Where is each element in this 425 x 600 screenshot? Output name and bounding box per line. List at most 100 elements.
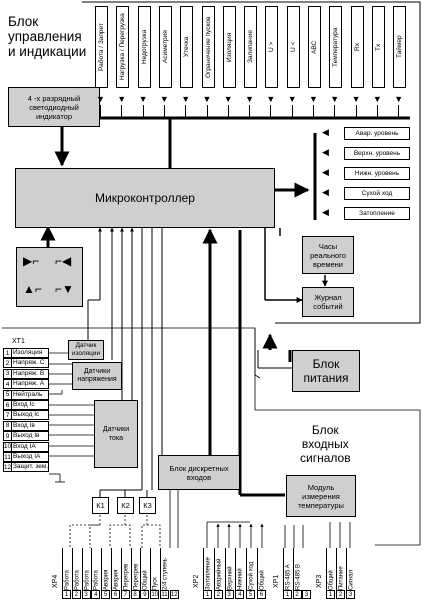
xp4-pin-label: Авария bbox=[111, 548, 121, 590]
led-lead-line bbox=[313, 105, 314, 118]
key-icon: ▲⌐ bbox=[23, 282, 42, 296]
control-block-title: Блок управления и индикации bbox=[8, 14, 86, 59]
box-line: изоляции bbox=[71, 350, 101, 357]
led-icon: ◀ bbox=[322, 147, 329, 157]
title-line: входных bbox=[301, 437, 349, 451]
box-line: входов bbox=[186, 472, 212, 482]
top-led-label: Таймер bbox=[393, 6, 407, 88]
xt1-pin-label: Выход Iс bbox=[12, 410, 49, 421]
xp2-pin-number: 5 bbox=[246, 590, 256, 599]
xp1-pin-number: 2 bbox=[292, 590, 302, 599]
led-icon: ◀ bbox=[322, 167, 329, 177]
led-icon: ▼ bbox=[138, 94, 148, 104]
xt1-pin-label: Напряж. В bbox=[12, 368, 49, 379]
led-lead-line bbox=[355, 105, 357, 118]
led-icon: ▼ bbox=[202, 94, 212, 104]
xp3-label: XP3 bbox=[316, 574, 323, 588]
led-icon: ▼ bbox=[96, 94, 105, 104]
led-display-box: 4 -х разрядный светодиодный индикатор bbox=[8, 87, 100, 127]
xt1-pin-number: 1 bbox=[3, 348, 12, 358]
xp1-pin-label: RS-485 A bbox=[283, 548, 293, 590]
title-line: и индикации bbox=[8, 44, 87, 59]
box-line: Часы bbox=[318, 241, 338, 251]
xp4-pin-label: Общий bbox=[140, 548, 151, 590]
xt1-pin-number: 11 bbox=[3, 452, 12, 462]
xp4-pin-number: 11 bbox=[160, 590, 169, 599]
xp1-pin-number: 1 bbox=[283, 590, 292, 599]
xp4-pin-number: 1 bbox=[62, 590, 71, 599]
right-led-label: Затопление bbox=[344, 207, 410, 220]
led-icon: ◀ bbox=[322, 187, 329, 197]
box-line: светодиодный bbox=[29, 102, 79, 112]
xp1-pin-label: RS-485 B bbox=[292, 548, 303, 590]
led-icon: ▼ bbox=[372, 94, 382, 104]
xt1-pin-label: Выход IА bbox=[12, 452, 49, 462]
xp2-pin-label: Нижний bbox=[235, 548, 246, 590]
top-led-label: Залипание bbox=[244, 6, 258, 88]
current-sensors-block: Датчики тока bbox=[94, 400, 138, 468]
right-led-label: Верхн. уровень bbox=[344, 147, 410, 160]
title-line: сигналов bbox=[300, 451, 351, 465]
top-led-label: Температура bbox=[329, 6, 343, 88]
top-led-label: Изоляция bbox=[222, 6, 236, 88]
xt1-pin-label: Вход Iв bbox=[12, 420, 49, 431]
top-led-label: Асиметрия bbox=[158, 6, 172, 88]
xp2-pin-label: Верхний bbox=[224, 548, 235, 590]
xp4-pin-number: 8 bbox=[130, 590, 140, 599]
xt1-pin-number: 10 bbox=[3, 441, 12, 452]
box-line: Датчики bbox=[102, 426, 130, 433]
xp2-label: XP2 bbox=[193, 574, 200, 588]
xp4-pin-label: Перегрев bbox=[120, 548, 131, 590]
right-led-label: Сухой ход bbox=[344, 187, 410, 200]
xt1-pin-number: 3 bbox=[3, 368, 12, 379]
title-line: Блок bbox=[8, 14, 39, 29]
box-line: Журнал bbox=[314, 293, 342, 302]
led-lead-line bbox=[100, 105, 101, 118]
top-led-label: АВС bbox=[308, 6, 321, 88]
xp4-pin-label: Работа bbox=[91, 548, 102, 590]
voltage-sensors-block: Датчики напряжения bbox=[72, 362, 122, 390]
input-block-title: Блок входных сигналов bbox=[300, 423, 351, 465]
title-line: Блок bbox=[311, 423, 339, 437]
led-lead-line bbox=[185, 105, 187, 118]
xp2-pin-label: Затопление bbox=[203, 548, 213, 590]
xt1-pin-number: 2 bbox=[3, 358, 12, 369]
led-icon: ◀ bbox=[322, 207, 329, 217]
microcontroller-block: Микроконтроллер bbox=[15, 168, 275, 228]
led-lead-line bbox=[206, 105, 208, 118]
xp4-pin-number: 6 bbox=[111, 590, 120, 599]
box-line: реального bbox=[310, 250, 346, 260]
box-line: Датчик bbox=[75, 342, 97, 349]
xp2-pin-number: 6 bbox=[257, 590, 266, 599]
xt1-pin-number: 5 bbox=[3, 389, 12, 400]
xt1-pin-number: 12 bbox=[3, 462, 12, 473]
xp4-pin-label: Работа bbox=[71, 548, 82, 590]
relay-label: К1 bbox=[96, 501, 105, 510]
top-led-label: U < bbox=[286, 6, 300, 88]
led-icon: ◀ bbox=[322, 127, 329, 137]
led-icon: ▼ bbox=[394, 94, 404, 104]
xt1-pin-label: Вход Iс bbox=[12, 400, 49, 410]
box-line: Датчики bbox=[83, 368, 111, 375]
xp2-pin-label: Общий bbox=[257, 548, 267, 590]
top-led-label: Нагрузка / Перегрузка bbox=[116, 6, 130, 88]
xp3-pin-label: Сигнал bbox=[346, 548, 356, 590]
box-line: тока bbox=[108, 435, 124, 442]
xt1-pin-number: 4 bbox=[3, 379, 12, 390]
xp4-pin-label: Работа bbox=[62, 548, 72, 590]
insulation-sensor-block: Датчик изоляции bbox=[68, 340, 104, 360]
xt1-pin-label: Изоляция bbox=[12, 348, 49, 358]
led-lead-line bbox=[249, 105, 251, 118]
led-icon: ▼ bbox=[309, 94, 318, 104]
microcontroller-label: Микроконтроллер bbox=[95, 191, 195, 205]
xt1-pin-label: Защит. зем. bbox=[12, 462, 49, 473]
led-lead-line bbox=[270, 105, 272, 118]
xp4-pin-number: 2 bbox=[71, 590, 81, 599]
